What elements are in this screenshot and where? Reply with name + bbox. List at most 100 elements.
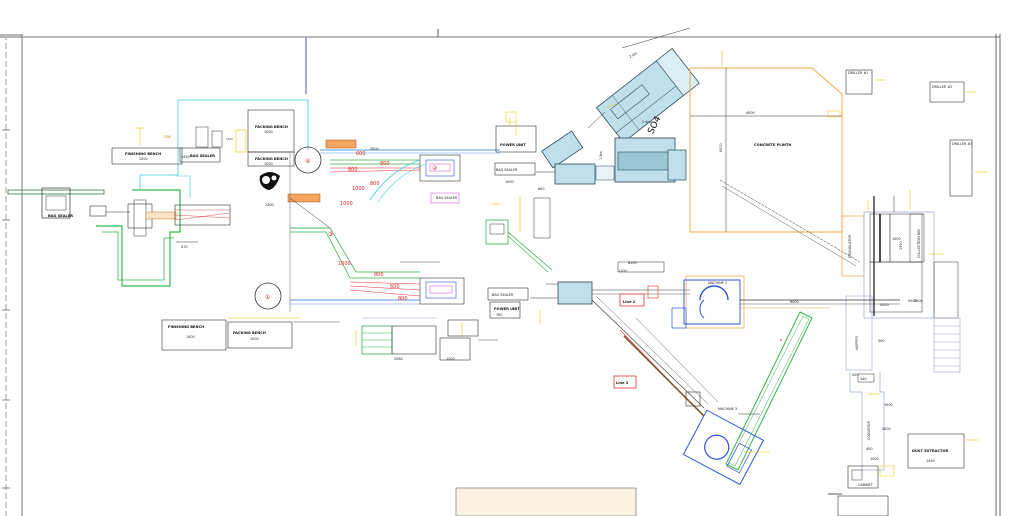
dim-600: 600 [538,187,544,191]
concrete-plinth-label: CONCRETE PLINTH [754,143,791,147]
dim-500: 500 [878,339,884,343]
finishing-bench-top: FINISHING BENCH 1200 1350 [111,127,183,165]
dim-2400: 2400 [265,203,274,207]
dim-470: 470 [181,245,187,249]
turntable-top: ④ [259,139,357,203]
finishing-bench-bottom-label: FINISHING BENCH [168,325,204,329]
dim-2-4m-side: 2.4m [642,120,651,124]
dim-1390: 1390 [899,241,903,250]
dim-1100: 1100 [618,269,627,273]
bag-sealer-top: BAG SEALER 2450 1000 [179,126,233,163]
packing-bench-top: PACKING BENCH 1000 PACKING BENCH 1000 [235,109,295,167]
dim-540: 540 [860,377,866,381]
green-box-middle [485,197,553,273]
red-dim-800a: 800 [380,161,390,167]
dim-1200: 1200 [446,357,455,361]
dust-extractor-label: DUST EXTRACTOR [912,449,949,453]
line3-label: Line 3 [616,381,629,385]
driller-group: DRILLER #1 DRILLER #2 DRILLER #3 [845,69,988,197]
note-box [455,487,637,516]
turntable-bottom: ① [254,282,282,310]
green-enclosure-left: 470 [96,189,231,287]
dim-2450: 2450 [181,155,190,159]
bag-sealer-mid-label: BAG SEALER [436,196,458,200]
concrete-plinth: 4000 6000 CONCRETE PLINTH [689,67,861,267]
red-dim-800c: 800 [348,167,358,173]
cabinet-label: CABINET [858,483,874,487]
dim-1500: 1500 [870,457,879,461]
power-unit-top-label: POWER UNIT [500,143,526,147]
yellow-dimensions [355,50,723,346]
dim-8100: 8100 [628,261,637,265]
dim-1000b: 1000 [505,180,514,184]
dim-1-5m: 1.5m [599,151,603,160]
red-dim-1000b: 1000 [340,201,353,207]
power-unit-top: POWER UNIT BAG SEALER 1000 600 [494,111,544,191]
red-dim-800d: 800 [374,272,384,278]
dim-1000c: 1000 [892,237,901,241]
finishing-bench-top-label: FINISHING BENCH [125,152,161,156]
bag-sealer-label: BAG SEALER [48,214,73,218]
dim-1450: 1450 [926,459,935,463]
bag-sealer-top-label: BAG SEALER [190,154,215,158]
dim-1000: 1000 [226,137,233,141]
dim-450: 450 [866,447,872,451]
dim-2-4m-top: 2.4m [629,51,639,59]
power-unit-bottom-label: POWER UNIT [494,307,520,311]
line-lower-conveyor: 800 600 800 1000 [290,227,440,305]
dim-3000b: 3000 [882,427,891,431]
dim-520: 520 [852,373,858,377]
line3-diagonal: Line 3 MACHINE 3 [591,295,770,486]
dim-760: 760 [496,313,502,317]
dim-3000: 3000 [370,147,379,151]
machine-lower-label: MACHINE 3 [718,407,737,411]
green-diagonal-conveyor [725,311,813,471]
red-dim-1000a: 1000 [352,186,365,192]
packing-bench-bottom: PACKING BENCH 1000 [227,317,340,349]
dim-2080: 2080 [394,357,403,361]
red-dim-600: 600 [356,151,366,157]
packing-bench-top-label: PACKING BENCH [255,125,288,129]
dust-extractor: DUST EXTRACTOR 1450 [907,433,978,469]
finishing-bench-top-dim: 1200 [139,157,148,161]
circle-marker-c: ② [432,165,438,172]
dim-4000b: 4000 [880,303,889,307]
bag-sealer-right-unit: BAG SEALER POWER UNIT 760 [419,277,593,319]
driller-1-label: DRILLER #1 [848,71,868,75]
conveyor-label: CONVEYOR [867,420,871,440]
finishing-bench-bottom: FINISHING BENCH 1000 [161,319,227,351]
red-dim-800e: 800 [398,296,408,302]
collection-bin-label: COLLECTION BIN [917,229,921,258]
cyan-enclosure [139,99,309,198]
red-dim-800b: 800 [370,181,380,187]
driller-2-label: DRILLER #2 [932,85,952,89]
finishing-bench-bottom-dim: 1000 [186,335,195,339]
viewer-left-strip [0,34,22,516]
support-lines: 1000 4000 520 500 1000 1500 3000 [852,196,901,461]
dim-6000: 6000 [719,143,723,152]
green-rack: 2080 1200 [361,317,498,361]
packing-bench-bottom-label: PACKING BENCH [233,331,266,335]
dim-2500: 2500 [914,299,923,303]
bag-sealer-mid: ② BAG SEALER [419,154,461,204]
granulator-label: GRANULATOR [848,234,852,258]
machine-right-label: MACHINE 2 [708,281,727,285]
machine-line2: 8100 1100 Line 2 MACHINE 2 8000 5000 [592,261,917,329]
red-dim-600b: 600 [390,284,400,290]
driller-3-label: DRILLER #3 [952,142,972,146]
dim-5000: 5000 [908,299,917,303]
dim-4000: 4000 [746,111,755,115]
circle-marker-a: ④ [305,158,310,165]
bag-sealer-right-label: BAG SEALER [492,293,514,297]
granulator-area: GRANULATOR COLLECTION BIN 1390 2500 HOPP… [841,190,961,373]
circle-marker-d: ① [265,294,270,301]
line2-label: Line 2 [623,300,636,304]
circle-marker-b: ③ [328,231,333,238]
bag-sealer-left: BAG SEALER [7,187,130,219]
packing-bench-mid-label: PACKING BENCH [255,157,288,161]
packing-bench-top-dim: 1000 [264,130,273,134]
conveyor-vertical: CONVEYOR 540 450 CABINET [828,372,895,516]
bag-sealer-low-label: BAG SEALER [496,168,518,172]
packing-bench-mid-dim: 1000 [264,162,273,166]
hopper-label: HOPPER [855,336,859,350]
